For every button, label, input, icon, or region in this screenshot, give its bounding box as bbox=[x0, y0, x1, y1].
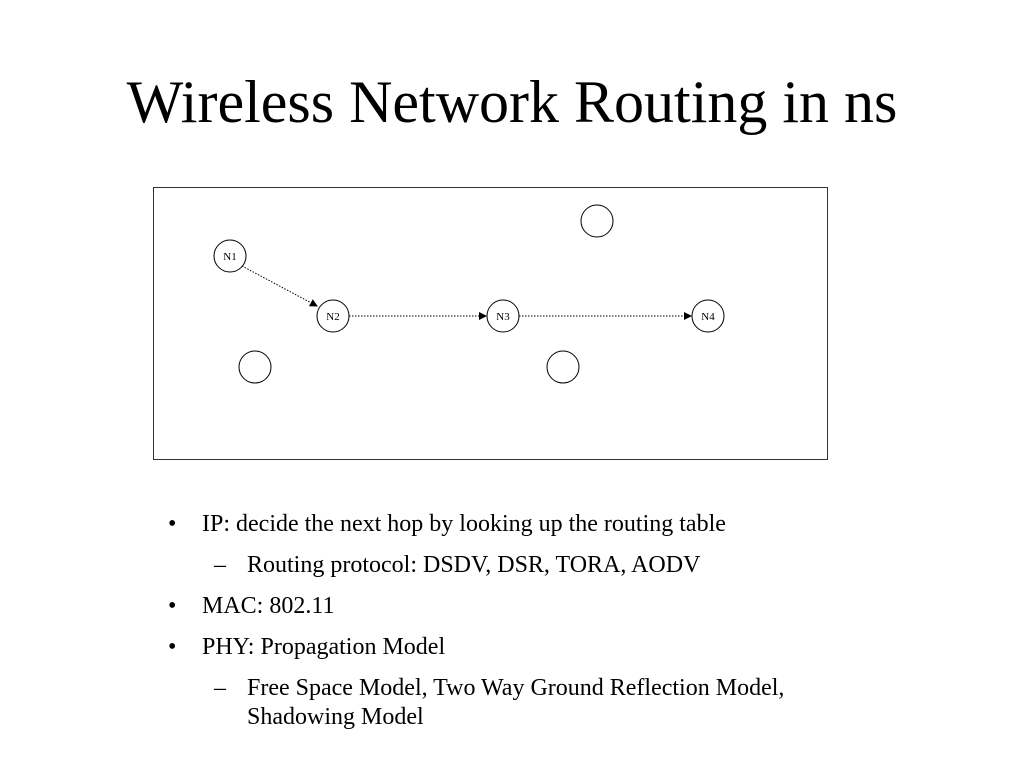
sub-bullet-marker: – bbox=[214, 552, 226, 578]
node-n1: N1 bbox=[213, 239, 247, 273]
node-n3: N3 bbox=[486, 299, 520, 333]
node-n4: N4 bbox=[691, 299, 725, 333]
sub-bullet-item: – Routing protocol: DSDV, DSR, TORA, AOD… bbox=[168, 551, 807, 580]
bullet-text: PHY: Propagation Model bbox=[202, 634, 446, 660]
simulation-area bbox=[153, 187, 828, 460]
sub-bullet-text: Free Space Model, Two Way Ground Reflect… bbox=[247, 675, 785, 730]
unlabeled-node bbox=[238, 350, 272, 384]
bullet-list: • IP: decide the next hop by looking up … bbox=[168, 510, 868, 732]
bullet-marker: • bbox=[168, 511, 177, 537]
edge-n1-n2 bbox=[241, 265, 318, 307]
bullet-item: • MAC: 802.11 bbox=[168, 592, 868, 621]
bullet-item: • PHY: Propagation Model bbox=[168, 633, 868, 662]
bullet-text: MAC: 802.11 bbox=[202, 593, 335, 619]
slide-title: Wireless Network Routing in ns bbox=[126, 69, 898, 135]
node-label: N3 bbox=[496, 311, 510, 323]
unlabeled-node bbox=[580, 204, 614, 238]
bullet-marker: • bbox=[168, 593, 177, 619]
sub-bullet-item: – Free Space Model, Two Way Ground Refle… bbox=[168, 674, 807, 732]
sub-bullet-marker: – bbox=[214, 675, 226, 701]
sub-bullet-text: Routing protocol: DSDV, DSR, TORA, AODV bbox=[247, 552, 701, 578]
bullet-text: IP: decide the next hop by looking up th… bbox=[202, 511, 726, 537]
node-label: N2 bbox=[326, 311, 339, 323]
node-n2: N2 bbox=[316, 299, 350, 333]
node-label: N4 bbox=[701, 311, 715, 323]
bullet-item: • IP: decide the next hop by looking up … bbox=[168, 510, 868, 539]
node-label: N1 bbox=[223, 251, 236, 263]
unlabeled-node bbox=[546, 350, 580, 384]
bullet-marker: • bbox=[168, 634, 177, 660]
